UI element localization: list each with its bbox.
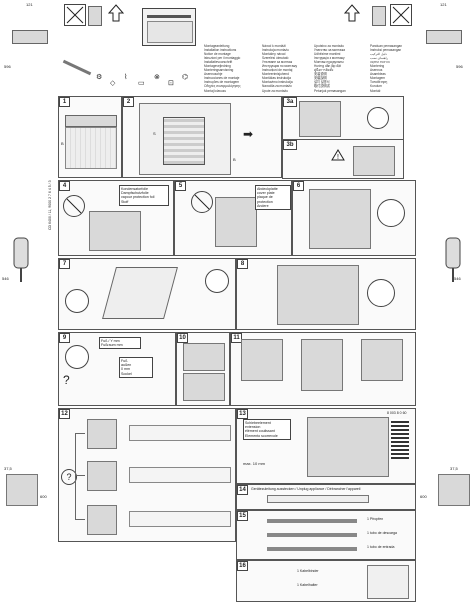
step-number: 1: [59, 97, 70, 107]
top-left-crossed-box: [64, 4, 86, 26]
step-3a-panel: 3a: [282, 96, 404, 140]
corner-top-left: 121 596: [2, 2, 62, 69]
cable-holder-label: 1 Kabelhalter: [297, 583, 318, 587]
barcode-label: 8 003 8 0 60: [387, 411, 407, 415]
question-icon: ?: [61, 469, 77, 485]
step-10-panel: 10: [176, 332, 230, 406]
step-number: 3b: [283, 140, 297, 150]
plug-label: 1 Pfropfen: [367, 517, 384, 521]
cabinet-drawing: [12, 30, 48, 44]
arrow-up-icon: [107, 4, 125, 27]
step-number: 10: [177, 333, 188, 343]
hand-icon: [367, 565, 409, 599]
arrow-up-right-icon: [343, 4, 361, 27]
step-number: 5: [175, 181, 186, 191]
detail-circle-icon: [65, 345, 89, 369]
dimension-right-bottom: 600: [420, 494, 427, 499]
dimension-left-top: 37,5: [4, 466, 12, 471]
dimension-right-top: 37,5: [450, 466, 458, 471]
top-right-crossed-box: [390, 4, 412, 26]
corner-tr-value: 121: [440, 2, 447, 7]
step-number: 13: [237, 409, 248, 419]
step-number: 8: [237, 259, 248, 269]
step-number: 11: [231, 333, 242, 343]
cable-tie-label: 1 Kabelbinder: [297, 569, 319, 573]
svg-text:!: !: [337, 154, 339, 161]
step-number: 6: [293, 181, 304, 191]
corner-top-right: 121 596: [412, 2, 472, 69]
crossed-circle-icon: [191, 191, 213, 213]
step-number: 14: [237, 485, 248, 495]
step-1-panel: 1 B: [58, 96, 122, 178]
warning-icon: !: [331, 148, 345, 166]
max-label: max. 10 mm: [243, 461, 266, 466]
detail-circle-icon: [377, 199, 405, 227]
bottom-right-corner: 37,5 600: [420, 466, 472, 516]
crossed-circle-icon: [63, 195, 85, 217]
step-number: 12: [59, 409, 70, 419]
step-number: 4: [59, 181, 70, 191]
dimension-left-bottom: 600: [40, 494, 47, 499]
corner-tl-value: 121: [26, 2, 33, 7]
side-label: CD 6400 / 11, 9000 2 7 6 4 5 / 3: [48, 180, 52, 230]
bottom-left-corner: 37,5 600: [2, 466, 54, 516]
barcode-grid: [391, 419, 409, 459]
dimension-right: 546: [454, 276, 461, 281]
measure-label: B: [61, 141, 64, 146]
screwdriver-left-icon: 546: [2, 234, 42, 284]
ref-label: B: [233, 157, 236, 162]
question-icon: ?: [63, 373, 70, 387]
circle-detail-icon: [367, 107, 389, 129]
detail-circle-icon: [205, 269, 229, 293]
step-7-panel: 7: [58, 258, 236, 330]
corner-tr-right-value: 596: [456, 64, 463, 69]
step-number: 16: [237, 561, 248, 571]
step-2-panel: 2 S ➡ B: [122, 96, 282, 178]
step-12-panel: 12 ?: [58, 408, 236, 542]
detail-circle-icon: [367, 279, 395, 307]
cabinet-drawing-right: [426, 30, 462, 44]
unplug-note: Gerätezuleitung ausstecken / Unplug appl…: [251, 487, 361, 491]
step-number: 3a: [283, 97, 297, 107]
step-8-panel: 8: [236, 258, 416, 330]
drain-hose-label: 1 tubo de descarga: [367, 531, 397, 535]
step-6-panel: 6: [292, 180, 416, 256]
step-number: 7: [59, 259, 70, 269]
inlet-hose-label: 1 tubo de entrada: [367, 545, 395, 549]
step-3b-panel: 3b !: [282, 139, 404, 179]
parts-row: ⚙ ◇ ⌇ ▭ ⊗ ⊡ ⌬: [58, 59, 198, 98]
step-16-panel: 16 1 Kabelbinder 1 Kabelhalter: [236, 560, 416, 602]
dishwasher-top-drawing: [142, 8, 196, 46]
screwdriver-right-icon: 546: [432, 234, 472, 284]
step-11-panel: 11: [230, 332, 416, 406]
arrow-icon: ➡: [243, 127, 254, 141]
measure-label: S: [153, 131, 156, 136]
step-14-panel: 14 Gerätezuleitung ausstecken / Unplug a…: [236, 484, 416, 510]
step-number: 9: [59, 333, 70, 343]
corner-tl-left-value: 596: [4, 64, 11, 69]
dimension-left: 546: [2, 276, 9, 281]
cabinet-outline-top-right: [372, 6, 386, 26]
detail-circle-icon: [65, 289, 89, 313]
step-number: 2: [123, 97, 134, 107]
step-number: 15: [237, 511, 248, 521]
step-15-panel: 15 1 Pfropfen 1 tubo de descarga 1 tubo …: [236, 510, 416, 560]
cabinet-outline-top-left: [88, 6, 102, 26]
